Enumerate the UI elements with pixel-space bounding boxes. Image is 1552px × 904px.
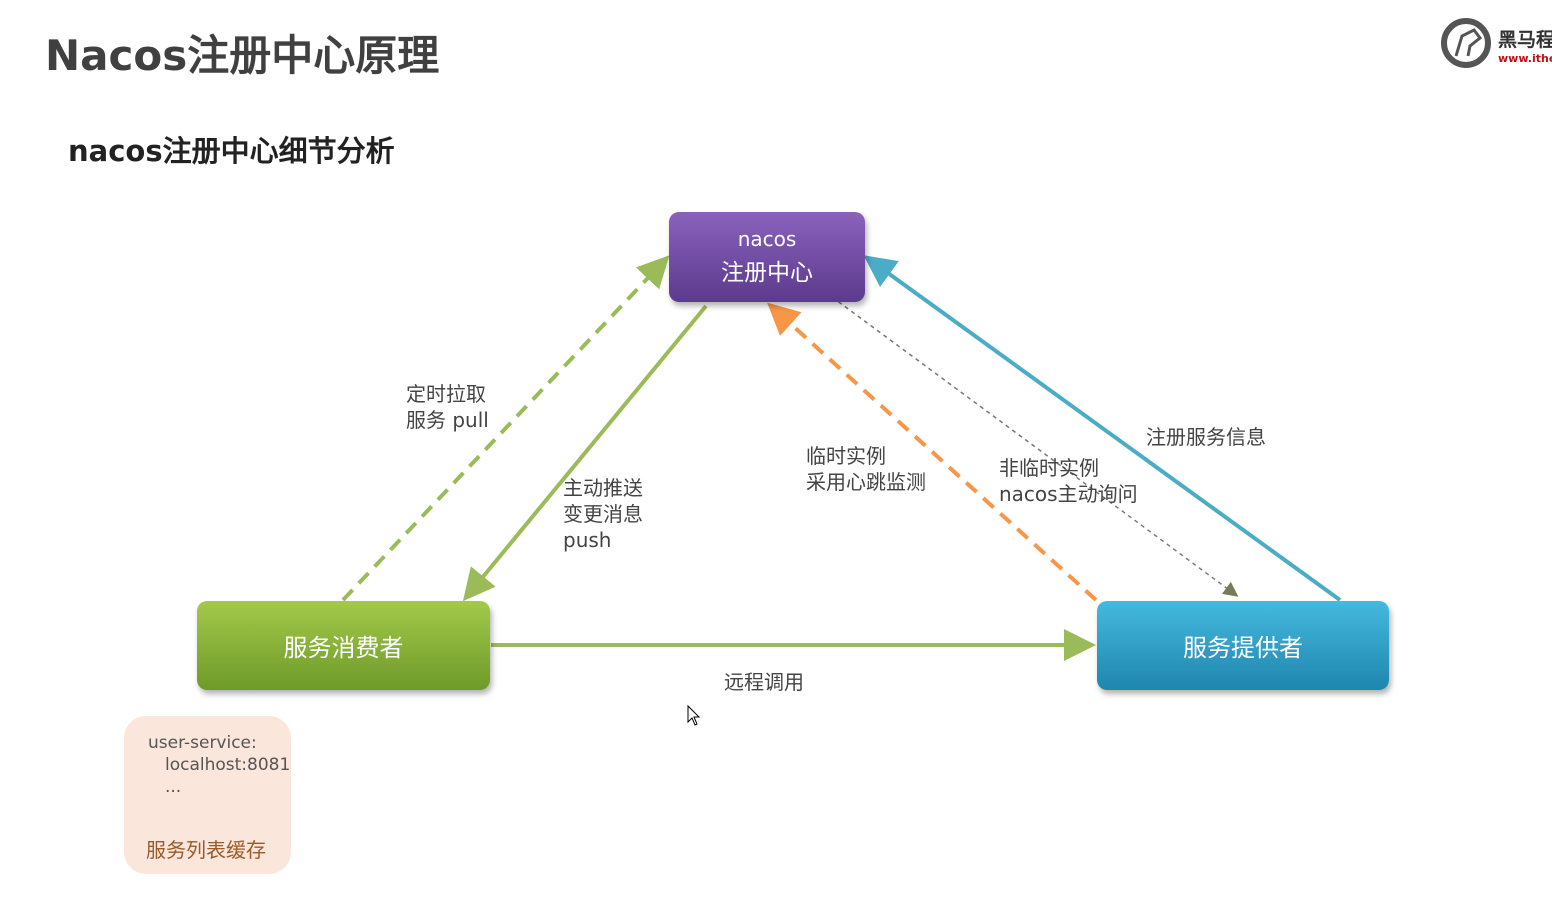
probe-label: 非临时实例 nacos主动询问 [999, 455, 1138, 507]
push-arrow [462, 304, 708, 602]
svg-text:www.ithe: www.ithe [1498, 52, 1552, 65]
heartbeat-label: 临时实例 采用心跳监测 [806, 443, 926, 495]
rpc-label: 远程调用 [724, 670, 804, 694]
pull-label-line: 服务 pull [406, 408, 489, 432]
probe-label-line: 非临时实例 [999, 456, 1099, 480]
nacos-registry-node: nacos 注册中心 [669, 212, 865, 302]
brand-logo: 黑马程 www.ithe [1440, 16, 1552, 68]
push-label-line: 变更消息 [563, 502, 643, 526]
cache-caption: 服务列表缓存 [146, 838, 266, 862]
page-title: Nacos注册中心原理 [45, 31, 440, 80]
probe-label-line: nacos主动询问 [999, 482, 1138, 506]
horse-logo-icon: 黑马程 www.ithe [1441, 18, 1552, 68]
service-provider-node: 服务提供者 [1097, 601, 1389, 690]
svg-text:黑马程: 黑马程 [1498, 29, 1552, 51]
register-label: 注册服务信息 [1146, 425, 1266, 449]
heartbeat-arrow [767, 302, 1098, 602]
push-label: 主动推送 变更消息 push [563, 475, 643, 553]
heartbeat-label-line: 采用心跳监测 [806, 470, 926, 494]
nacos-label: nacos [737, 227, 797, 251]
heartbeat-label-line: 临时实例 [806, 444, 886, 468]
pull-label: 定时拉取 服务 pull [406, 381, 489, 433]
cache-line: ... [165, 777, 182, 797]
push-label-line: 主动推送 [563, 476, 643, 500]
registry-label: 注册中心 [721, 260, 813, 286]
push-label-line: push [563, 528, 612, 552]
cache-line: localhost:8081 [165, 755, 291, 775]
register-arrow [863, 255, 1342, 602]
section-subtitle: nacos注册中心细节分析 [68, 134, 395, 168]
service-list-cache: user-service: localhost:8081 ... 服务列表缓存 [124, 716, 291, 874]
mouse-cursor-icon [687, 704, 701, 726]
probe-arrow [831, 296, 1239, 597]
pull-arrow [341, 255, 670, 602]
pull-label-line: 定时拉取 [406, 382, 486, 406]
service-consumer-node: 服务消费者 [197, 601, 490, 690]
cache-line: user-service: [148, 733, 257, 753]
